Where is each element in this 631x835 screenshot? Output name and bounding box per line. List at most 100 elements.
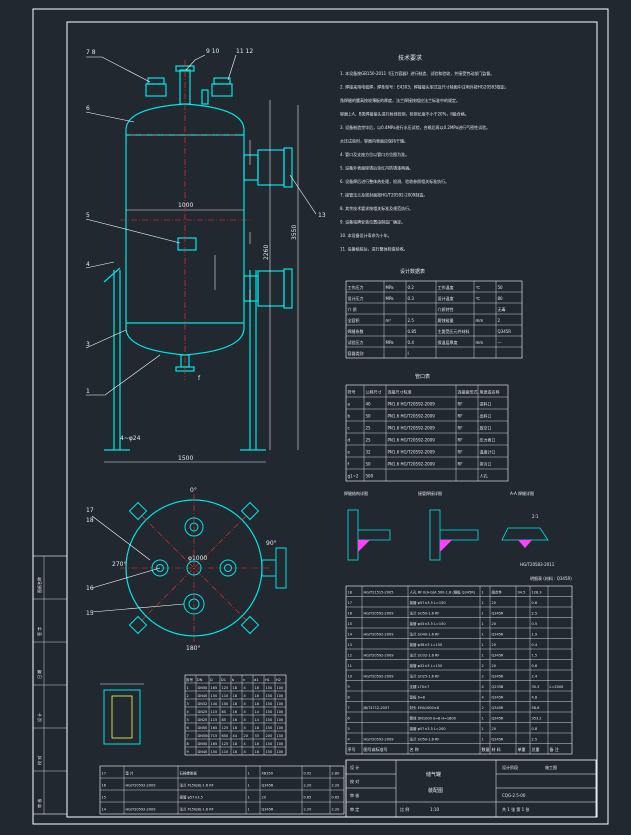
small-cell: 18 bbox=[233, 694, 237, 698]
tech-req-line: 水压试验时，容器内表面应保持干燥。 bbox=[340, 138, 408, 144]
leftbom-cell: 14 bbox=[102, 808, 107, 812]
leftbom-cell: 垫 片 bbox=[126, 771, 135, 776]
nozzle-cell: 温度计口 bbox=[480, 449, 496, 455]
tb-review: 审 核 bbox=[350, 792, 359, 798]
small-cell: 100 bbox=[222, 702, 229, 706]
design-data-title: 设计数据表 bbox=[400, 268, 425, 275]
leftbom-cell: 石棉橡胶板 bbox=[180, 771, 198, 776]
bom-cell: HG/T20592-2009 bbox=[364, 633, 394, 637]
bom-header: 总重 bbox=[532, 746, 540, 752]
bom-cell: 4.8 bbox=[532, 696, 538, 700]
leader-11-12 bbox=[227, 54, 237, 81]
small-cell: 165 bbox=[211, 686, 218, 690]
leftbom-cell: Q345R bbox=[262, 808, 274, 812]
bom-header: 数量 bbox=[482, 746, 490, 752]
small-cell: 7 bbox=[187, 734, 189, 738]
design-cell: 全容积 bbox=[348, 317, 360, 323]
plan-leader-15 bbox=[91, 603, 185, 613]
plan-angle-top: 0° bbox=[190, 487, 197, 494]
nozzle-cell: PN1.6 HG/T20592-2009 bbox=[388, 402, 436, 407]
nozzle-cell: 32 bbox=[366, 450, 372, 455]
leftbom-cell: 法兰 PL50(B)-1.6 RF bbox=[180, 807, 214, 812]
bom-cell: 法兰 SO50-1.6 RF bbox=[410, 737, 440, 742]
bom-cell: 4 bbox=[482, 685, 485, 689]
elevation-labels: 7 8 9 10 11 12 6 5 4 3 1 13 f 1000 2260 … bbox=[86, 48, 326, 462]
nozzle-cell: PN1.6 HG/T20592-2009 bbox=[388, 414, 436, 419]
bom-cell: 2 bbox=[482, 706, 484, 710]
dim-shell-width-text: 1000 bbox=[178, 202, 193, 209]
design-cell: 0.4 bbox=[408, 340, 415, 345]
design-cell: 焊缝系数 bbox=[348, 328, 364, 334]
bom-cell: 0.5 bbox=[532, 622, 538, 626]
small-cell: 8 bbox=[187, 742, 189, 746]
design-cell: — bbox=[498, 340, 502, 345]
design-cell: mm bbox=[476, 340, 484, 345]
plan-leg-sw bbox=[128, 615, 148, 635]
design-cell: 0.3 bbox=[408, 296, 415, 301]
small-cell: 125 bbox=[222, 726, 229, 730]
detail-3-weld bbox=[518, 540, 532, 548]
bom-cell: 2.4 bbox=[532, 675, 538, 679]
plan-nozzle-right bbox=[219, 559, 237, 577]
bom-header: 单重 bbox=[518, 746, 526, 752]
tech-req-line: 4. 管口及支座方位以管口方位图为准。 bbox=[340, 151, 409, 157]
bom-cell: 16 bbox=[348, 612, 352, 616]
bom-cell: 1 bbox=[482, 654, 484, 658]
nozzle-cell: 25 bbox=[366, 426, 372, 431]
nozzle-header: 公称尺寸 bbox=[366, 389, 382, 395]
small-header: b bbox=[232, 678, 235, 682]
design-cell: 工作温度 bbox=[438, 284, 454, 290]
plan-callout-18: 18 bbox=[86, 517, 94, 524]
bottom-left-detail bbox=[100, 683, 144, 745]
small-cell: 100 bbox=[277, 726, 284, 730]
small-cell: 3 bbox=[187, 702, 189, 706]
bom-cell: 0.8 bbox=[532, 727, 538, 731]
small-cell: 4 bbox=[244, 702, 247, 706]
nozzle-cell: 人孔 bbox=[480, 473, 488, 479]
small-cell: 6 bbox=[187, 726, 189, 730]
nozzle-cell: g1~2 bbox=[348, 474, 359, 479]
bom-header: 名 称 bbox=[410, 746, 419, 752]
small-cell: 165 bbox=[211, 726, 218, 730]
leftbom-cell: 1 bbox=[248, 772, 250, 776]
bom-cell: 18 bbox=[348, 591, 352, 595]
small-cell: 150 bbox=[266, 694, 273, 698]
bom-cell: 6 bbox=[348, 717, 350, 721]
small-header: D bbox=[210, 678, 213, 682]
bom-cell: 10 bbox=[348, 675, 352, 679]
design-cell: 50 bbox=[498, 285, 504, 290]
plan-leg-nw bbox=[128, 501, 148, 521]
design-cell: 介 质 bbox=[348, 306, 357, 312]
small-cell: DN50 bbox=[198, 726, 208, 730]
callout-6: 6 bbox=[86, 105, 90, 112]
tech-req-line: 6. 设备焊后进行整体热处理，检测、验收参照相关标准执行。 bbox=[340, 178, 449, 184]
design-cell: mm bbox=[476, 318, 484, 323]
design-cell: MPa bbox=[386, 296, 395, 301]
small-cell: 125 bbox=[222, 686, 229, 690]
detail-3-title: A-A 焊缝详图 bbox=[510, 490, 534, 496]
tech-req-line: 7. 接管法兰及密封面按HG/T20592-2009制造。 bbox=[340, 192, 427, 198]
side-strip-label: 日 期 bbox=[36, 670, 42, 679]
design-cell: 试验压力 bbox=[348, 339, 364, 345]
nozzle-cell: 25 bbox=[366, 438, 372, 443]
nozzle-cell: RF bbox=[458, 462, 464, 467]
plan-callout-17: 17 bbox=[86, 507, 94, 514]
design-cell: ℃ bbox=[476, 285, 481, 290]
bom-cell: 2 bbox=[482, 675, 484, 679]
design-cell: 0.85 bbox=[408, 329, 417, 334]
small-cell: 150 bbox=[266, 702, 273, 706]
tech-req-line: 3. 设备制造完毕后，以0.4MPa进行水压试验，合格后再以0.2MPa进行气密… bbox=[340, 124, 490, 130]
leader-3 bbox=[85, 329, 127, 349]
bom-cell: 1 bbox=[482, 612, 484, 616]
leftbom-cell: 1 bbox=[248, 784, 250, 788]
bom-cell: 支腿 L70×7 bbox=[410, 684, 430, 689]
small-cell: 4 bbox=[187, 710, 190, 714]
plan-view: 0° 180° 270° 90° φ1000 17 18 16 15 bbox=[86, 487, 287, 652]
small-cell: 44 bbox=[233, 734, 238, 738]
small-cell: 18 bbox=[255, 694, 259, 698]
small-cell: 4 bbox=[244, 710, 247, 714]
bom-cell: 接管 φ45×3.5 L=150 bbox=[410, 621, 446, 626]
callout-4: 4 bbox=[86, 261, 90, 268]
small-cell: 4 bbox=[244, 750, 247, 754]
